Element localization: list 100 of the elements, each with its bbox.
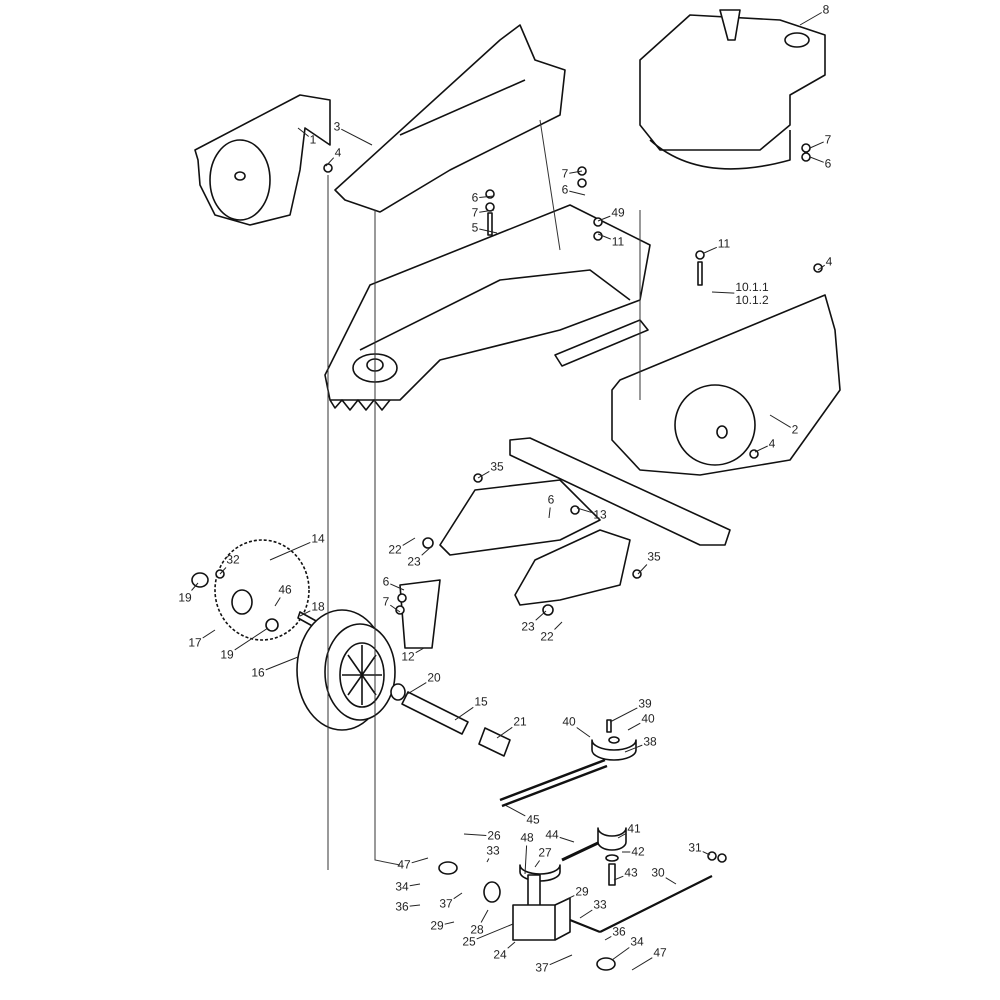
leader-line — [770, 414, 792, 428]
callout-number: 37 — [535, 962, 549, 974]
leader-line — [702, 851, 710, 856]
callout-number: 33 — [593, 898, 607, 912]
leader-line — [476, 924, 514, 940]
leader-line — [665, 877, 676, 884]
callout-number: 6 — [824, 158, 832, 170]
callout-number: 25 — [462, 936, 476, 948]
leader-line — [507, 942, 516, 949]
callout-number: 19 — [178, 592, 192, 604]
leader-line — [568, 170, 582, 174]
callout-number: 10.1.1 — [735, 281, 769, 294]
leader-line — [390, 583, 404, 590]
callout-number: 30 — [651, 866, 665, 880]
leader-line — [478, 210, 494, 213]
leader-line — [568, 190, 586, 196]
callout-number: 47 — [397, 858, 411, 872]
callout-number: 3 — [334, 120, 340, 134]
callout-number: 21 — [513, 716, 527, 728]
leader-line — [453, 892, 462, 900]
callout-number: 27 — [538, 846, 552, 860]
callout-number: 1 — [310, 134, 316, 146]
callout-number: 16 — [251, 666, 265, 680]
callout-number: 8 — [822, 4, 830, 16]
callout-number: 22 — [540, 630, 554, 644]
callout-number: 11 — [612, 236, 624, 248]
callout-number: 4 — [334, 146, 342, 160]
callout-number: 40 — [562, 716, 576, 728]
leader-line — [564, 895, 575, 900]
callout-number: 7 — [824, 134, 832, 146]
leader-line — [534, 860, 540, 868]
leader-line — [486, 858, 490, 862]
leader-line — [444, 922, 454, 925]
leader-line — [454, 706, 474, 720]
callout-number: 22 — [388, 544, 402, 556]
leader-line — [234, 628, 268, 650]
leader-line — [265, 656, 298, 670]
leader-line — [810, 141, 824, 148]
callout-number: 45 — [526, 814, 540, 826]
callout-number: 36 — [395, 900, 409, 914]
leader-line — [524, 845, 528, 874]
leader-line — [638, 564, 648, 574]
callout-number: 34 — [395, 880, 409, 894]
callout-number: 26 — [487, 830, 501, 842]
leader-line — [632, 957, 653, 970]
leader-line — [480, 910, 488, 923]
callout-number: 49 — [611, 206, 625, 220]
leader-line — [614, 876, 624, 880]
leader-line — [559, 836, 574, 842]
callout-number: 13 — [593, 508, 607, 522]
leader-line — [800, 12, 822, 26]
callout-number: 14 — [311, 532, 325, 546]
leader-line — [598, 216, 611, 222]
callout-number: 12 — [401, 650, 415, 664]
leader-line — [464, 834, 487, 836]
leader-line — [220, 567, 226, 574]
leader-line — [624, 744, 643, 752]
callout-number: 31 — [688, 842, 702, 854]
callout-number: 46 — [278, 584, 292, 596]
callout-number: 17 — [188, 636, 202, 650]
leader-line — [504, 804, 526, 816]
leader-line — [554, 622, 562, 630]
leader-line — [478, 470, 490, 478]
callout-number: 18 — [311, 600, 325, 614]
callout-number: 37 — [439, 898, 453, 910]
callout-number: 20 — [427, 672, 441, 684]
callout-number: 2 — [792, 424, 798, 436]
callout-number: 7 — [562, 168, 568, 180]
callout-number: 7 — [472, 206, 478, 220]
leader-line — [409, 904, 420, 907]
leader-line — [402, 538, 416, 546]
callout-number: 33 — [486, 844, 500, 858]
leader-line — [580, 910, 593, 918]
callout-number: 15 — [474, 696, 488, 708]
callout-number: 6 — [548, 494, 554, 506]
leader-line — [326, 157, 334, 166]
leader-line — [191, 582, 198, 591]
leader-line — [340, 128, 372, 146]
callout-number: 36 — [612, 926, 626, 938]
leader-line — [496, 726, 513, 738]
leader-line — [274, 597, 281, 606]
leader-line — [411, 858, 428, 864]
callout-number: 47 — [653, 946, 667, 960]
leader-line — [576, 508, 593, 514]
leader-line — [618, 832, 627, 838]
leader-line — [576, 727, 590, 738]
callout-number: 29 — [575, 886, 589, 898]
callout-number: 23 — [521, 620, 535, 634]
callout-number: 5 — [472, 222, 478, 234]
callout-number: 4 — [768, 438, 776, 450]
leader-line — [810, 156, 824, 163]
leader-line — [270, 542, 311, 560]
callout-number: 48 — [520, 832, 534, 844]
callout-number: 24 — [493, 948, 507, 962]
leader-line — [549, 954, 572, 966]
leader-line — [754, 446, 768, 452]
callout-number: 6 — [382, 576, 390, 588]
callout-number: 39 — [638, 698, 652, 710]
callout-number: 11 — [718, 238, 730, 250]
leader-line — [604, 936, 612, 940]
